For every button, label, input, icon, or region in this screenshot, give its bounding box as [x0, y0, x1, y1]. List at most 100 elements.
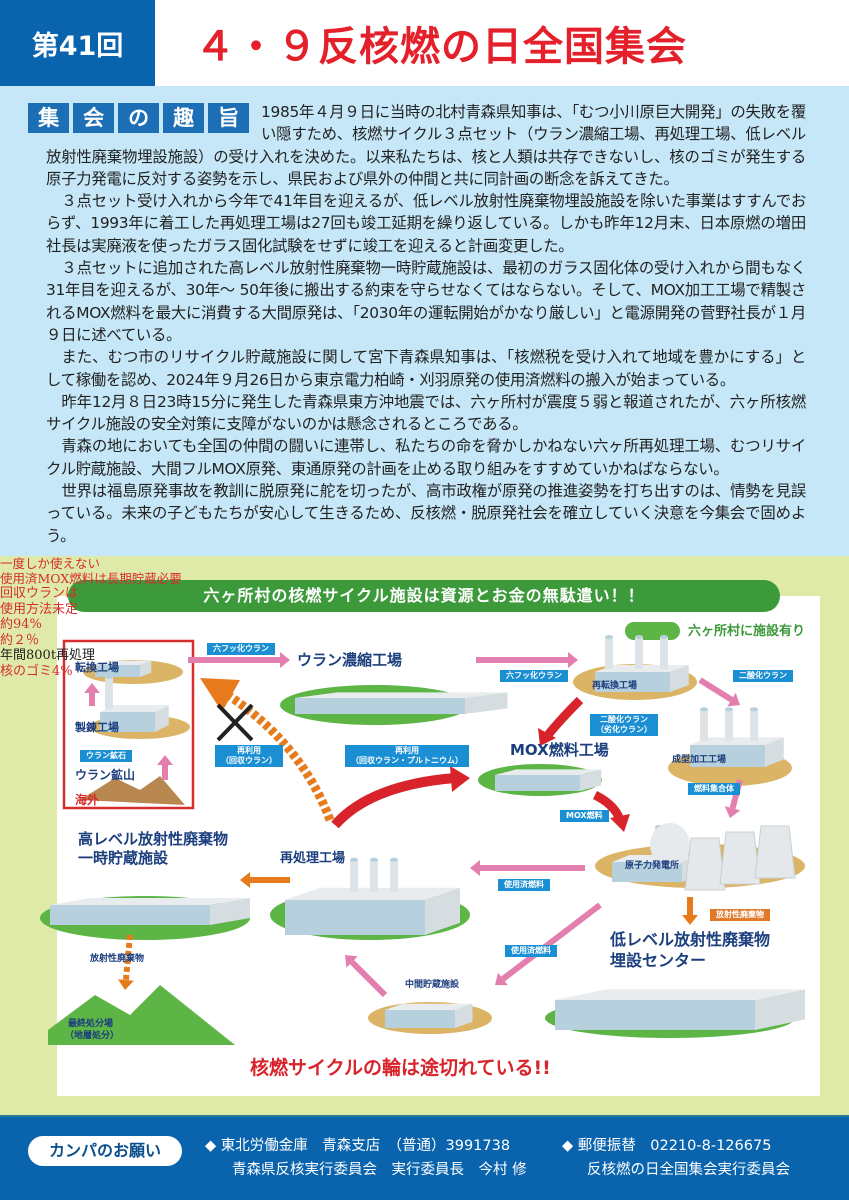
heading-char: 会	[73, 103, 114, 133]
overseas-box	[62, 639, 195, 810]
arrow-mox-to-npp-head	[610, 814, 630, 832]
recovered-uranium-arc	[217, 686, 335, 822]
hlw-storage-facility-roof	[50, 898, 250, 905]
header: 第41回 ４・９反核燃の日全国集会	[0, 0, 849, 86]
bank-holder: 青森県反核実行委員会 実行委員長 今村 修	[232, 1162, 527, 1178]
nuclear-power-plant-front	[612, 862, 682, 882]
smelting-plant-roof	[100, 705, 169, 712]
fabrication-plant-stack	[750, 709, 758, 742]
reconversion-plant-stack-top	[635, 635, 643, 639]
paragraph: 青森の地においても全国の仲間の闘いに連帯し、私たちの命を脅かしかねない六ヶ所再処…	[46, 437, 806, 478]
reprocessing-plant-stack-top	[350, 857, 358, 862]
reactor-dome-icon	[650, 823, 690, 867]
fabrication-plant-side	[765, 737, 784, 767]
heading-char: 旨	[208, 103, 249, 133]
footer: カンパのお願い ◆ 東北労働金庫 青森支店 （普通）3991738 青森県反核実…	[0, 1115, 849, 1200]
recovered-uranium-arrowhead	[200, 678, 240, 712]
reconversion-plant-stack	[660, 637, 668, 669]
smelting-plant-front	[100, 712, 155, 732]
fabrication-plant-stack-top	[750, 707, 758, 712]
bank-account: ◆ 東北労働金庫 青森支店 （普通）3991738	[205, 1138, 511, 1154]
heading-char: 集	[28, 103, 69, 133]
fabrication-plant-front	[690, 745, 765, 767]
fabrication-plant-stack-top	[700, 707, 708, 712]
cooling-tower-icon	[719, 831, 761, 885]
donation-badge: カンパのお願い	[28, 1136, 182, 1166]
arrow-spent-fuel-to-interim	[501, 902, 602, 982]
interim-storage-facility-roof	[385, 1003, 473, 1010]
fuel-cycle-diagram: 六ヶ所村の核燃サイクル施設は資源とお金の無駄遣い！！ 六ヶ所村に施設有り転換工場…	[0, 556, 849, 1115]
arrow-reprocessing-to-mox	[331, 773, 456, 829]
fabrication-plant-stack	[725, 709, 733, 742]
smelting-plant-stack	[105, 677, 113, 709]
arrow-mox-to-npp	[592, 790, 625, 822]
llw-disposal-center-front	[555, 1000, 755, 1030]
arrow-to-final-disposal	[122, 934, 133, 981]
reprocessing-plant-stack	[370, 859, 378, 892]
arrow-to-fabrication-head	[727, 692, 740, 707]
diagram-banner: 六ヶ所村の核燃サイクル施設は資源とお金の無駄遣い！！	[68, 580, 780, 612]
paragraph: ３点セットに追加された高レベル放射性廃棄物一時貯蔵施設は、最初のガラス固化体の受…	[46, 259, 806, 344]
edition-badge: 第41回	[0, 0, 155, 86]
postal-account: ◆ 郵便振替 02210-8-126675	[562, 1138, 772, 1154]
llw-disposal-center-side	[755, 989, 805, 1030]
reprocessing-plant-stack-top	[390, 857, 398, 862]
mox-fuel-plant-roof	[495, 769, 602, 775]
hlw-storage-facility-side	[210, 898, 250, 925]
enrichment-plant-front	[295, 698, 465, 714]
paragraph: 1985年４月９日に当時の北村青森県知事は、「むつ小川原巨大開発」の失敗を覆い隠…	[46, 103, 806, 188]
llw-disposal-center-roof	[555, 989, 805, 1000]
arrow-to-enrichment-head	[280, 652, 290, 668]
reprocessing-plant-stack	[350, 859, 358, 892]
enrichment-plant-side	[465, 692, 508, 714]
paragraph: ３点セット受け入れから今年で41年目を迎えるが、低レベル放射性廃棄物埋設施設を除…	[46, 192, 806, 255]
cooling-tower-icon	[754, 825, 796, 879]
arrow-reconversion-to-mox	[544, 696, 584, 738]
fabrication-plant-stack-top	[725, 707, 733, 712]
reconversion-plant-stack	[605, 637, 613, 669]
reconversion-plant-stack-top	[660, 635, 668, 639]
arrow-spent-fuel-to-interim-head	[495, 972, 508, 986]
arrow-reprocessing-to-mox-head	[450, 766, 470, 792]
arrow-to-hlw-storage-head	[240, 872, 250, 888]
final-disposal-mountain-icon	[48, 985, 235, 1045]
diagram-graphics	[40, 622, 805, 1045]
reprocessing-plant-roof	[285, 887, 460, 900]
conversion-plant-side	[140, 660, 152, 677]
smelting-plant-side	[155, 705, 169, 732]
reprocessing-plant-side	[425, 887, 460, 935]
reprocessing-plant-stack-top	[370, 857, 378, 862]
mox-fuel-plant-side	[580, 769, 602, 791]
purpose-body: 集 会 の 趣 旨 1985年４月９日に当時の北村青森県知事は、「むつ小川原巨大…	[28, 101, 806, 547]
smelting-plant-stack-top	[105, 675, 113, 679]
arrow-smelting-to-conversion-head	[84, 683, 100, 693]
reprocessing-plant-front	[285, 900, 425, 935]
interim-storage-facility-front	[385, 1010, 455, 1028]
arrow-reconversion-to-mox-head	[538, 728, 556, 746]
enrichment-plant-roof	[295, 692, 508, 698]
page-title: ４・９反核燃の日全国集会	[195, 24, 687, 70]
reconversion-plant-front	[595, 672, 670, 692]
fabrication-plant-stack	[700, 709, 708, 742]
arrow-mine-to-smelting-head	[157, 755, 173, 765]
paragraph: 世界は福島原発事故を教訓に脱原発に舵を切ったが、高市政権が原発の推進姿勢を打ち出…	[46, 482, 806, 545]
purpose-section: 集 会 の 趣 旨 1985年４月９日に当時の北村青森県知事は、「むつ小川原巨大…	[0, 86, 849, 556]
reprocessing-plant-stack	[390, 859, 398, 892]
paragraph: また、むつ市のリサイクル貯蔵施設に関して宮下青森県知事は、「核燃税を受け入れて地…	[46, 348, 806, 389]
postal-holder: 反核燃の日全国集会実行委員会	[587, 1162, 790, 1178]
cooling-tower-icon	[684, 837, 726, 891]
hlw-storage-facility-front	[50, 905, 210, 925]
arrow-interim-to-reprocessing-head	[345, 955, 358, 968]
arrow-to-reconversion-head	[568, 652, 578, 668]
reconversion-plant-stack	[635, 637, 643, 669]
cross-icon	[216, 703, 254, 742]
arrow-interim-to-reprocessing	[349, 959, 388, 998]
interim-storage-facility-side	[455, 1003, 473, 1028]
fabrication-plant-roof	[690, 737, 784, 745]
arrow-to-llw-head	[682, 915, 698, 925]
reconversion-plant-stack-top	[605, 635, 613, 639]
paragraph: 昨年12月８日23時15分に発生した青森県東方沖地震では、六ヶ所村が震度５弱と報…	[46, 392, 806, 434]
arrow-to-power-plant-head	[724, 806, 741, 818]
conversion-plant-front	[95, 665, 140, 677]
mox-fuel-plant-front	[495, 775, 580, 791]
